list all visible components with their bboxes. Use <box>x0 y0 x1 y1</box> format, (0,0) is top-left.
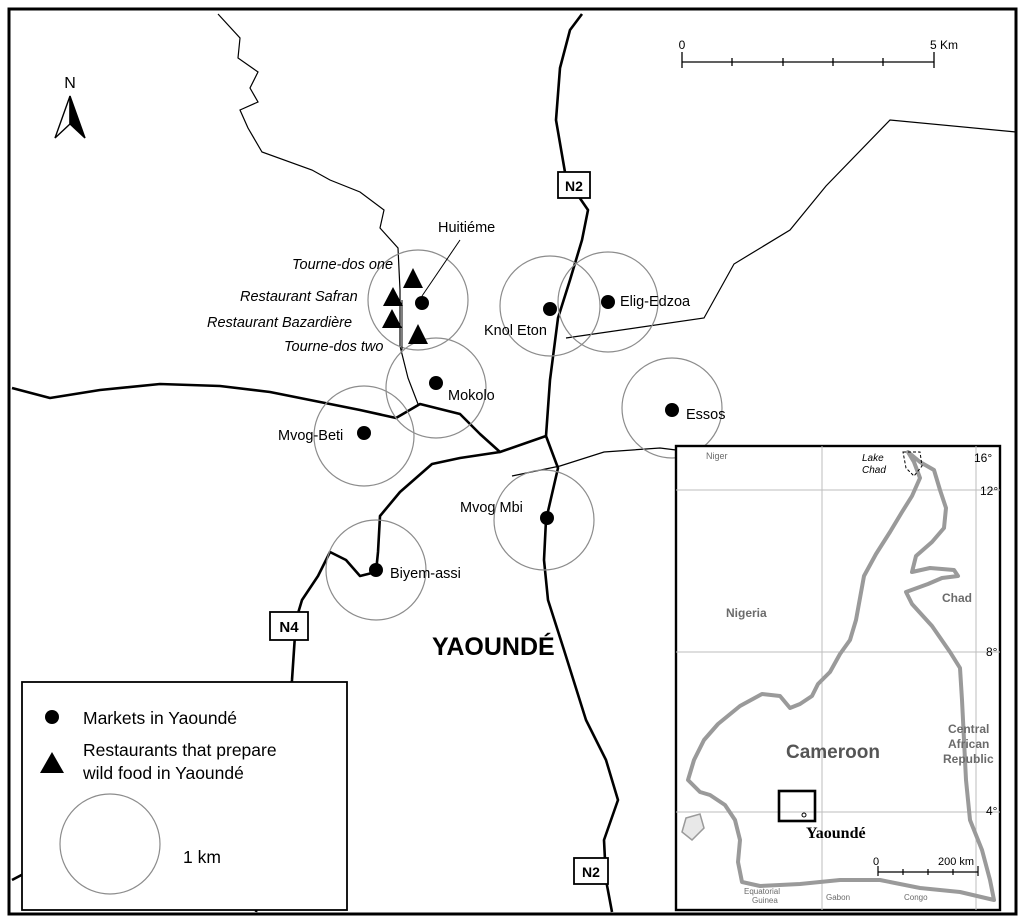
road-shield-n4: N4 <box>269 611 309 641</box>
market-point-huitieme <box>415 296 429 310</box>
inset-label-gabon: Gabon <box>826 893 850 902</box>
inset-label-congo: Congo <box>904 893 928 902</box>
market-point-knol-eton <box>543 302 557 316</box>
buffer-circle <box>385 337 487 439</box>
scale-bar: 0 5 Km <box>679 38 958 68</box>
city-title: YAOUNDÉ <box>432 632 555 661</box>
legend-restaurant-symbol <box>40 752 64 773</box>
legend-circle-label: 1 km <box>183 847 221 867</box>
north-letter: N <box>64 75 76 92</box>
market-point-mvog-mbi <box>540 511 554 525</box>
road-shield-n2-south: N2 <box>573 857 609 885</box>
inset-label-chad: Chad <box>942 591 972 605</box>
inset-label-car-line2: African <box>948 737 989 751</box>
inset-label-nigeria: Nigeria <box>726 606 767 620</box>
lat-tick: 12° <box>980 484 998 498</box>
lat-tick: 8° <box>986 645 998 659</box>
inset-label-eq-line2: Guinea <box>752 896 778 905</box>
market-label: Mvog Mbi <box>460 500 523 516</box>
restaurant-label: Tourne-dos two <box>284 339 383 355</box>
restaurant-points <box>382 268 428 344</box>
north-arrow-right-icon <box>69 95 86 139</box>
inset-label-lake-line2: Chad <box>862 465 886 476</box>
inset-label-car-line3: Republic <box>943 752 994 766</box>
inset-map: Niger Lake Chad Nigeria Chad Cameroon Ce… <box>674 444 1002 912</box>
cameroon-border <box>686 450 996 902</box>
lake-chad-outline <box>902 451 923 477</box>
inset-label-yaounde: Yaoundé <box>806 825 866 842</box>
restaurant-point-safran <box>383 287 403 306</box>
inset-scale-start: 0 <box>873 856 879 868</box>
legend-markets-label: Markets in Yaoundé <box>83 708 237 728</box>
legend-box <box>21 681 348 911</box>
restaurant-labels: Tourne-dos one Restaurant Safran Restaur… <box>207 257 393 355</box>
road-west-link <box>11 382 547 454</box>
buffer-circle <box>367 249 469 351</box>
legend: Markets in Yaoundé Restaurants that prep… <box>21 681 348 911</box>
restaurant-label: Restaurant Safran <box>240 289 358 305</box>
boundary-south-east <box>511 447 677 477</box>
inset-label-lake-line1: Lake <box>862 453 884 464</box>
buffer-circle <box>557 251 659 353</box>
market-label: Biyem-assi <box>390 566 461 582</box>
inset-label-car-line1: Central <box>948 722 989 736</box>
market-label: Knol Eton <box>484 323 547 339</box>
market-label: Elig-Edzoa <box>620 294 691 310</box>
yaounde-inset-dot <box>801 812 807 818</box>
north-arrow: N <box>54 75 86 139</box>
market-points <box>357 295 679 577</box>
market-label: Mokolo <box>448 388 495 404</box>
market-point-essos <box>665 403 679 417</box>
restaurant-point-tourne-dos-two <box>408 324 428 344</box>
buffer-circle <box>499 255 601 357</box>
inset-scale-end: 200 km <box>938 856 974 868</box>
buffer-circle <box>313 385 415 487</box>
inset-label-eq-line1: Equatorial <box>744 887 780 896</box>
market-point-mokolo <box>429 376 443 390</box>
market-label: Mvog-Beti <box>278 428 343 444</box>
market-label: Essos <box>686 407 726 423</box>
boundary-lines <box>217 13 1017 477</box>
road-n2-north <box>544 13 590 437</box>
scale-start: 0 <box>679 38 686 52</box>
road-shield-n2-north: N2 <box>557 171 591 199</box>
inset-scale-bar: 0 200 km <box>873 856 979 876</box>
buffer-circles <box>313 249 723 621</box>
inset-label-niger: Niger <box>706 451 728 461</box>
legend-market-symbol <box>45 710 59 724</box>
scale-end: 5 Km <box>930 38 958 52</box>
svg-text:N2: N2 <box>565 178 583 194</box>
bioko-island <box>681 813 705 842</box>
svg-text:N2: N2 <box>582 864 600 880</box>
leader-lines <box>401 239 461 350</box>
market-point-biyem-assi <box>369 563 383 577</box>
buffer-circle <box>621 357 723 459</box>
market-labels: Huitiéme Elig-Edzoa Knol Eton Mokolo Ess… <box>278 220 726 582</box>
yaounde-inset-box <box>777 789 817 823</box>
legend-restaurants-line1: Restaurants that prepare <box>83 740 277 760</box>
market-point-mvog-beti <box>357 426 371 440</box>
lat-tick: 16° <box>974 451 992 465</box>
boundary-west <box>217 13 419 405</box>
market-point-elig-edzoa <box>601 295 615 309</box>
inset-label-cameroon: Cameroon <box>786 742 880 763</box>
buffer-circle <box>325 519 427 621</box>
boundary-east <box>565 119 1017 339</box>
legend-restaurants-line2: wild food in Yaoundé <box>82 763 244 783</box>
leader-line <box>421 239 461 297</box>
market-label: Huitiéme <box>438 220 495 236</box>
restaurant-point-tourne-dos-one <box>403 268 423 288</box>
restaurant-label: Restaurant Bazardière <box>207 315 352 331</box>
legend-buffer-symbol <box>59 793 161 895</box>
buffer-circle <box>493 469 595 571</box>
restaurant-label: Tourne-dos one <box>292 257 393 273</box>
lat-tick: 4° <box>986 804 998 818</box>
restaurant-point-bazardiere <box>382 309 402 328</box>
svg-text:N4: N4 <box>279 619 299 636</box>
